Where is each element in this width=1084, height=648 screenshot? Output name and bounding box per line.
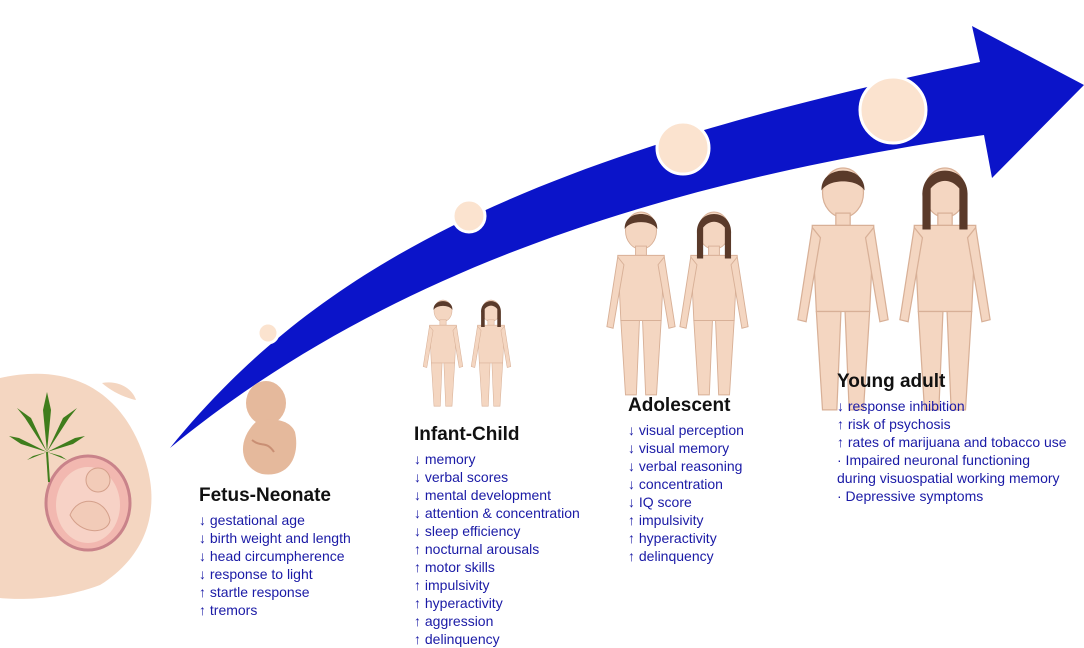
stage-title: Young adult — [837, 371, 946, 392]
cannabis-leaf-icon — [9, 392, 85, 483]
progress-circle-3 — [655, 120, 711, 176]
effect-item: ↓ birth weight and length — [199, 530, 351, 546]
effects-list: ↓ visual perception ↓ visual memory ↓ verb… — [628, 421, 744, 565]
adult-figure-icon — [899, 167, 991, 411]
stage-title: Adolescent — [628, 395, 731, 416]
effect-item: during visuospatial working memory — [837, 470, 1060, 486]
child-figure-icon — [470, 299, 512, 407]
stage-adolescent: Adolescent ↓ visual perception ↓ visual m… — [628, 395, 744, 565]
effects-list: ↓ gestational age ↓ birth weight and leng… — [199, 511, 351, 619]
effect-item: ↓ concentration — [628, 476, 723, 492]
adolescent-figure-icon — [679, 211, 749, 396]
effect-item: ↓ IQ score — [628, 494, 692, 510]
stage-title: Infant-Child — [414, 424, 520, 445]
effect-item: · Depressive symptoms — [837, 488, 984, 504]
stage-young-adult: Young adult ↓ response inhibition ↑ risk … — [837, 371, 1067, 505]
effect-item: ↑ delinquency — [628, 548, 714, 564]
effect-item: ↑ impulsivity — [414, 577, 490, 593]
effect-item: ↓ mental development — [414, 487, 551, 503]
effect-item: ↑ hyperactivity — [628, 530, 717, 546]
effect-item: ↑ motor skills — [414, 559, 495, 575]
effect-item: ↑ nocturnal arousals — [414, 541, 540, 557]
effect-item: ↓ sleep efficiency — [414, 523, 521, 539]
effect-item: ↑ rates of marijuana and tobacco use — [837, 434, 1067, 450]
effect-item: ↓ memory — [414, 451, 476, 467]
fetus-icon — [242, 381, 297, 475]
pregnant-belly-icon — [0, 373, 152, 599]
effect-item: ↓ response to light — [199, 566, 313, 582]
effect-item: ↓ visual perception — [628, 422, 744, 438]
effect-item: ↑ delinquency — [414, 631, 500, 647]
effect-item: ↑ impulsivity — [628, 512, 704, 528]
effect-item: ↓ attention & concentration — [414, 505, 580, 521]
effect-item: ↑ tremors — [199, 602, 258, 618]
development-arrow — [170, 26, 1084, 448]
effect-item: ↓ verbal scores — [414, 469, 509, 485]
effect-item: ↓ verbal reasoning — [628, 458, 743, 474]
stage-title: Fetus-Neonate — [199, 485, 331, 506]
effect-item: ↑ aggression — [414, 613, 494, 629]
progress-circle-4 — [858, 75, 928, 145]
effect-item: ↑ hyperactivity — [414, 595, 503, 611]
effect-item: ↓ head circumpherence — [199, 548, 345, 564]
stage-infant-child: Infant-Child ↓ memory↓ verbal scores↓ me… — [414, 424, 580, 648]
effects-list: ↓ response inhibition ↑ risk of psychosis… — [837, 397, 1067, 505]
effect-item: ↑ startle response — [199, 584, 310, 600]
progress-circle-2 — [451, 198, 487, 234]
child-figure-icon — [422, 299, 464, 407]
effect-item: ↓ visual memory — [628, 440, 730, 456]
effects-list: ↓ memory ↓ verbal scores ↓ mental developm… — [414, 450, 580, 648]
adolescent-figure-icon — [606, 211, 676, 396]
progress-circle-1 — [256, 321, 280, 345]
effect-item: · Impaired neuronal functioning — [837, 452, 1031, 468]
adult-figure-icon — [797, 167, 889, 411]
effect-item: ↓ gestational age — [199, 512, 305, 528]
effect-item: ↑ risk of psychosis — [837, 416, 951, 432]
stage-fetus-neonate: Fetus-Neonate ↓ gestational age ↓ birth w… — [199, 485, 351, 619]
effect-item: ↓ response inhibition — [837, 398, 965, 414]
